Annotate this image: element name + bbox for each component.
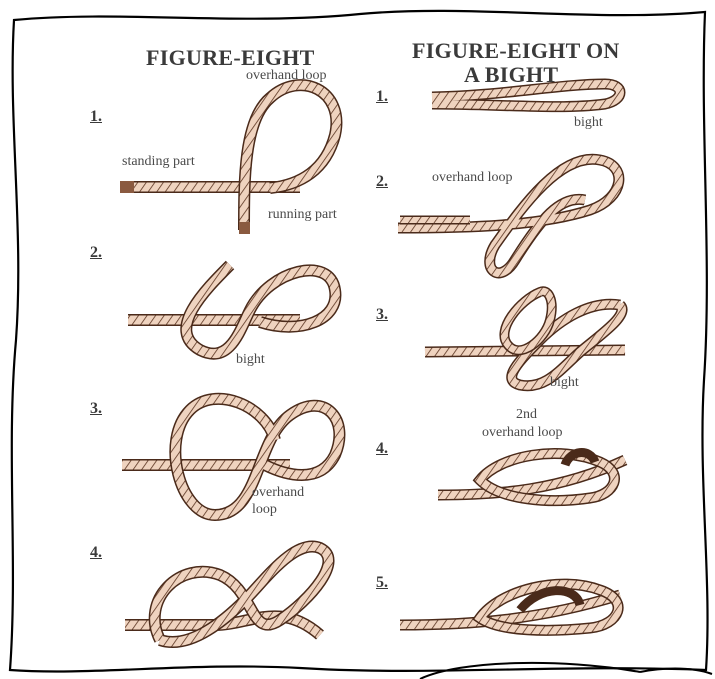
label-overhand-line2: loop	[252, 502, 277, 518]
left-step-1-number: 1.	[90, 108, 102, 126]
left-step-3-number: 3.	[90, 400, 102, 418]
label-bight-right-1: bight	[574, 115, 603, 131]
left-step-4-number: 4.	[90, 544, 102, 562]
label-overhand-line1: overhand	[252, 485, 304, 501]
right-step-4-number: 4.	[376, 440, 388, 458]
label-bight-left: bight	[236, 352, 265, 368]
label-overhand-loop: overhand loop	[246, 68, 326, 84]
hand-drawn-frame	[10, 11, 708, 672]
right-step-2-number: 2.	[376, 173, 388, 191]
label-2nd-overhand-loop: overhand loop	[482, 425, 562, 441]
right-step-3-number: 3.	[376, 306, 388, 324]
label-2nd: 2nd	[516, 407, 537, 423]
right-title-line1: FIGURE-EIGHT ON	[412, 38, 620, 64]
label-running-part: running part	[268, 207, 337, 223]
left-step-2-number: 2.	[90, 244, 102, 262]
right-title-line2: A BIGHT	[464, 62, 558, 88]
label-bight-right-3: bight	[550, 375, 579, 391]
label-overhand-loop-right: overhand loop	[432, 170, 512, 186]
right-step-5-number: 5.	[376, 574, 388, 592]
label-standing-part: standing part	[122, 154, 195, 170]
right-step-1-number: 1.	[376, 88, 388, 106]
